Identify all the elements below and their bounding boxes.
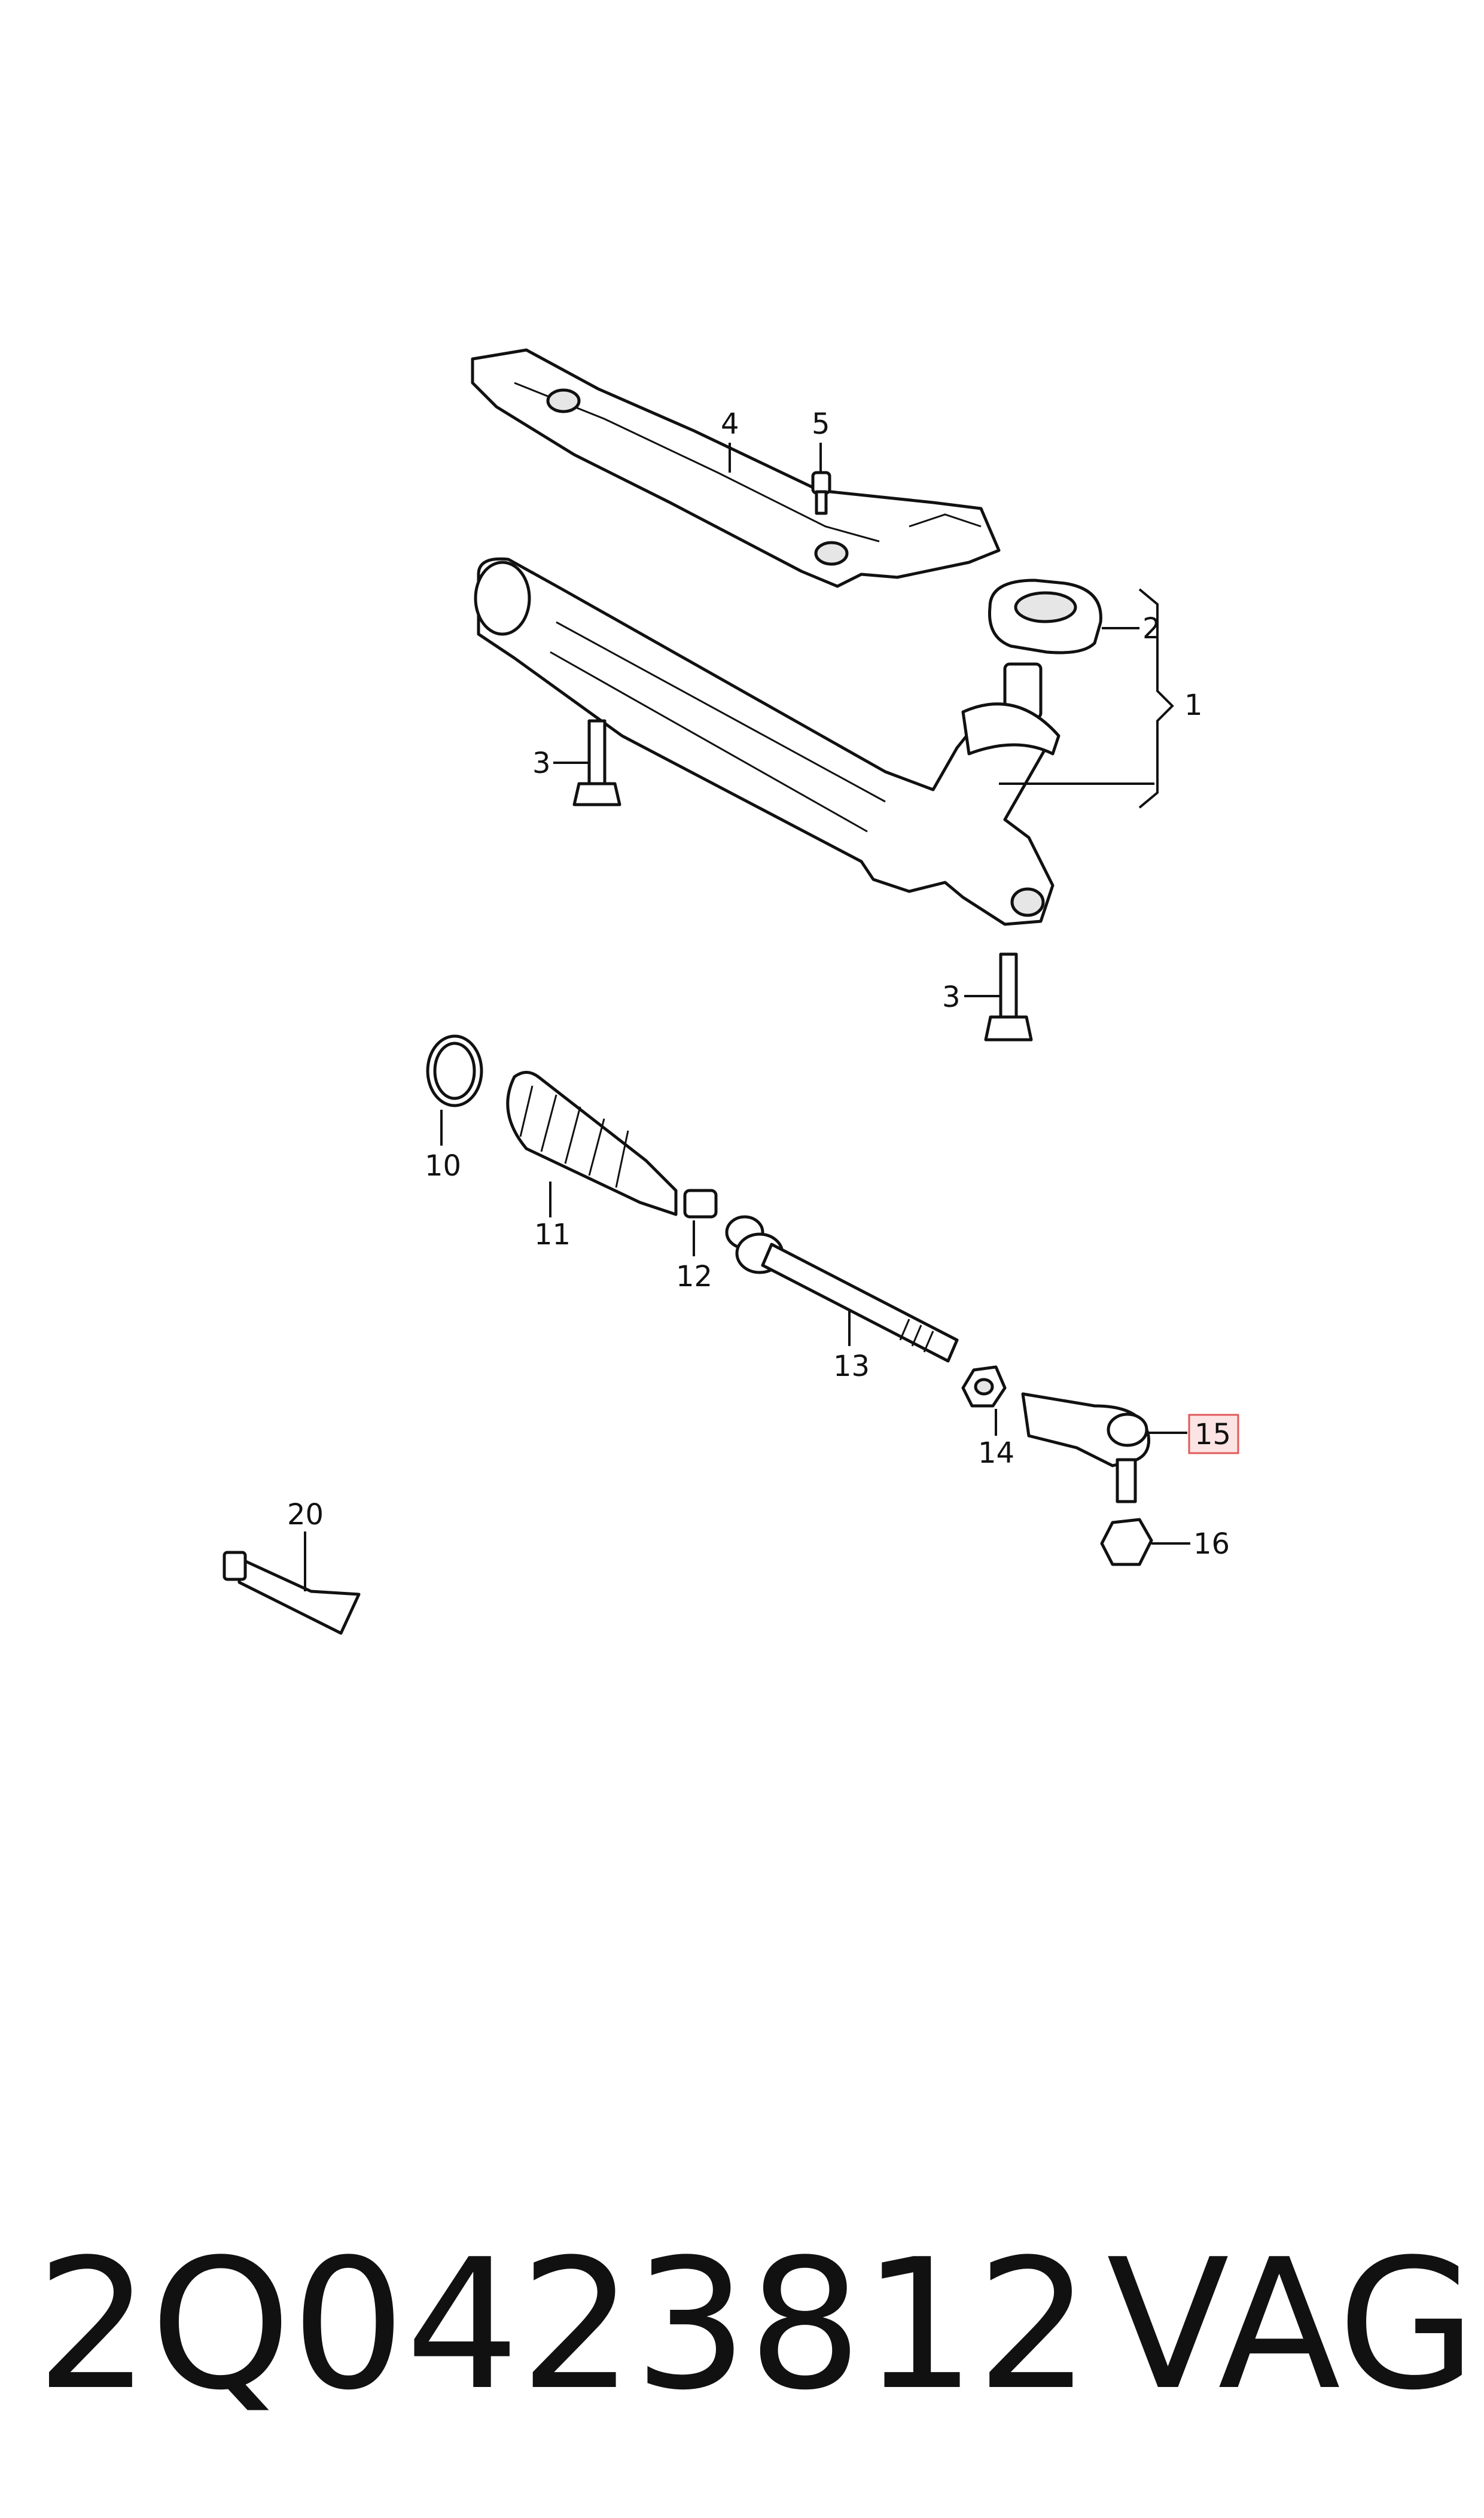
screw-part-5 bbox=[811, 471, 831, 515]
steering-rack-part bbox=[474, 557, 1061, 926]
callout-20: 20 bbox=[287, 1498, 324, 1531]
boot-part bbox=[506, 1071, 678, 1216]
callout-3b: 3 bbox=[942, 981, 961, 1014]
callout-4: 4 bbox=[721, 407, 739, 441]
grease-tube-part bbox=[223, 1551, 361, 1635]
callout-11: 11 bbox=[534, 1218, 571, 1252]
nut-part-16 bbox=[1100, 1518, 1153, 1566]
callout-13: 13 bbox=[833, 1350, 870, 1383]
bolt-part-3a bbox=[572, 719, 621, 806]
heat-shield-part bbox=[471, 348, 1001, 588]
callout-1: 1 bbox=[1184, 689, 1203, 722]
callout-5: 5 bbox=[812, 407, 830, 441]
gasket-part bbox=[988, 578, 1102, 654]
brand-label: VAG bbox=[1107, 2221, 1476, 2429]
callout-10: 10 bbox=[425, 1149, 461, 1183]
callout-3a: 3 bbox=[532, 747, 551, 780]
part-number: 2Q0423812 bbox=[36, 2221, 1090, 2429]
callout-2: 2 bbox=[1142, 612, 1161, 646]
callout-15-highlight-box bbox=[1188, 1414, 1239, 1454]
clip-part bbox=[683, 1189, 718, 1219]
leader-lines bbox=[304, 443, 1190, 1591]
callout-14: 14 bbox=[978, 1436, 1014, 1470]
nut-part-14 bbox=[961, 1365, 1007, 1408]
callout-15: 15 bbox=[1194, 1418, 1231, 1451]
tie-rod-end-part bbox=[1021, 1392, 1150, 1503]
callout-12: 12 bbox=[676, 1260, 712, 1293]
callout-16: 16 bbox=[1193, 1527, 1230, 1561]
bolt-part-3b bbox=[984, 952, 1033, 1042]
clamp-part bbox=[426, 1034, 483, 1107]
tie-rod-part bbox=[725, 1215, 959, 1363]
